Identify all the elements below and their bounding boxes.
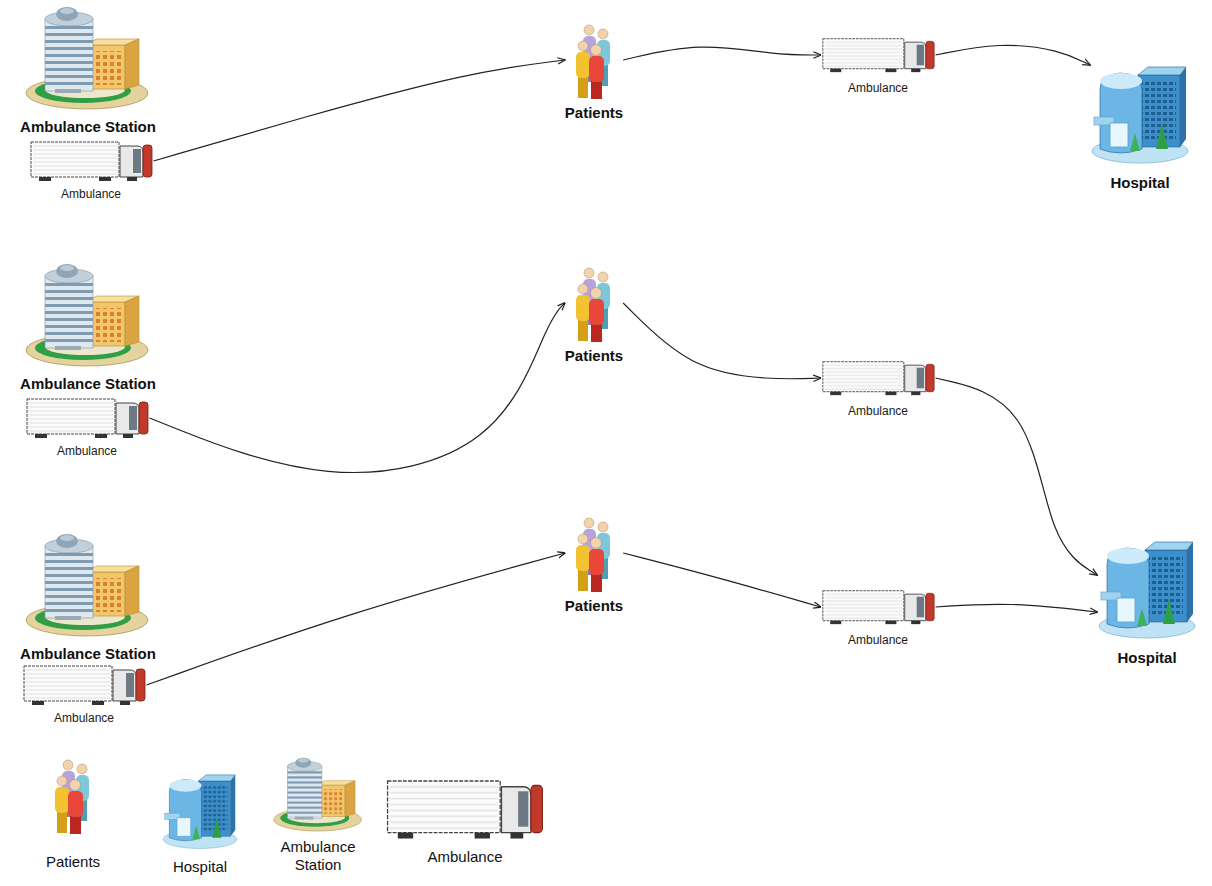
ambulance-station-icon [26,264,148,366]
legend-item: Hospital [161,758,239,876]
legend-sample [274,758,362,831]
ambulance-icon [821,589,936,625]
ambulance-station-node: Ambulance Station [20,262,156,393]
legend-sample [273,752,363,836]
node-label: Ambulance [848,81,908,95]
connector [936,604,1098,612]
legend-sample [388,781,543,839]
ambulance-station-icon [26,534,148,636]
legend-label: Ambulance [427,848,502,866]
node-label: Ambulance [848,404,908,418]
node-label: Ambulance [57,444,117,458]
hospital-icon [1099,542,1195,638]
ambulance-icon [29,140,154,182]
node-label: Ambulance [848,633,908,647]
ambulance-station-node: Ambulance Station [20,5,156,136]
connector [623,553,820,607]
ambulance-station-icon [26,7,148,109]
ambulance-station-icon [25,532,150,637]
patients-node: Patients [565,20,623,122]
legend-label: Patients [46,853,100,871]
ambulance-icon [31,142,152,181]
hospital-icon [1097,520,1197,640]
connector [623,303,820,379]
node-label: Ambulance Station [20,645,156,663]
legend-sample [50,755,95,835]
patients-node: Patients [565,513,623,615]
ambulance-icon [24,666,145,705]
ambulance-node: Ambulance [821,589,936,647]
node-label: Patients [565,597,623,615]
ambulance-icon [822,39,933,72]
node-label: Ambulance Station [20,118,156,136]
legend-label: Ambulance Station [270,838,366,874]
legend-item: Ambulance Station [270,752,366,874]
hospital-node: Hospital [1097,520,1197,667]
ambulance-station-icon [25,5,150,110]
ambulance-icon [821,360,936,396]
ambulance-station-icon [25,262,150,367]
legend-label: Hospital [173,858,227,876]
ambulance-node: Ambulance [821,360,936,418]
ambulance-icon [821,37,936,73]
patients-icon [576,268,610,342]
patients-node: Patients [565,263,623,365]
ambulance-icon [822,362,933,395]
connector [147,553,565,685]
ambulance-node: Ambulance [22,664,147,725]
legend-sample [163,775,237,849]
patients-icon [576,518,610,592]
ambulance-node: Ambulance [29,140,154,201]
ambulance-node: Ambulance [821,37,936,95]
hospital-icon [1092,67,1188,163]
patients-icon [571,263,616,343]
hospital-node: Hospital [1090,45,1190,192]
connector [936,378,1098,575]
legend-sample [161,758,239,850]
legend-item: Patients [46,755,100,871]
node-label: Ambulance [54,711,114,725]
hospital-icon [1090,45,1190,165]
legend-item: Ambulance [385,778,545,866]
ambulance-station-node: Ambulance Station [20,532,156,663]
ambulance-icon [27,399,148,438]
ambulance-icon [822,591,933,624]
node-label: Patients [565,347,623,365]
node-label: Hospital [1117,649,1176,667]
ambulance-node: Ambulance [25,397,150,458]
patients-icon [571,20,616,100]
legend-sample [55,760,89,834]
node-label: Hospital [1110,174,1169,192]
node-label: Ambulance [61,187,121,201]
connector [936,45,1091,65]
patients-icon [576,25,610,99]
node-label: Patients [565,104,623,122]
legend-sample [385,778,545,840]
patients-icon [571,513,616,593]
ambulance-icon [25,397,150,439]
connector [150,303,565,472]
ambulance-icon [22,664,147,706]
connector [154,60,565,161]
connector [623,47,820,60]
node-label: Ambulance Station [20,375,156,393]
